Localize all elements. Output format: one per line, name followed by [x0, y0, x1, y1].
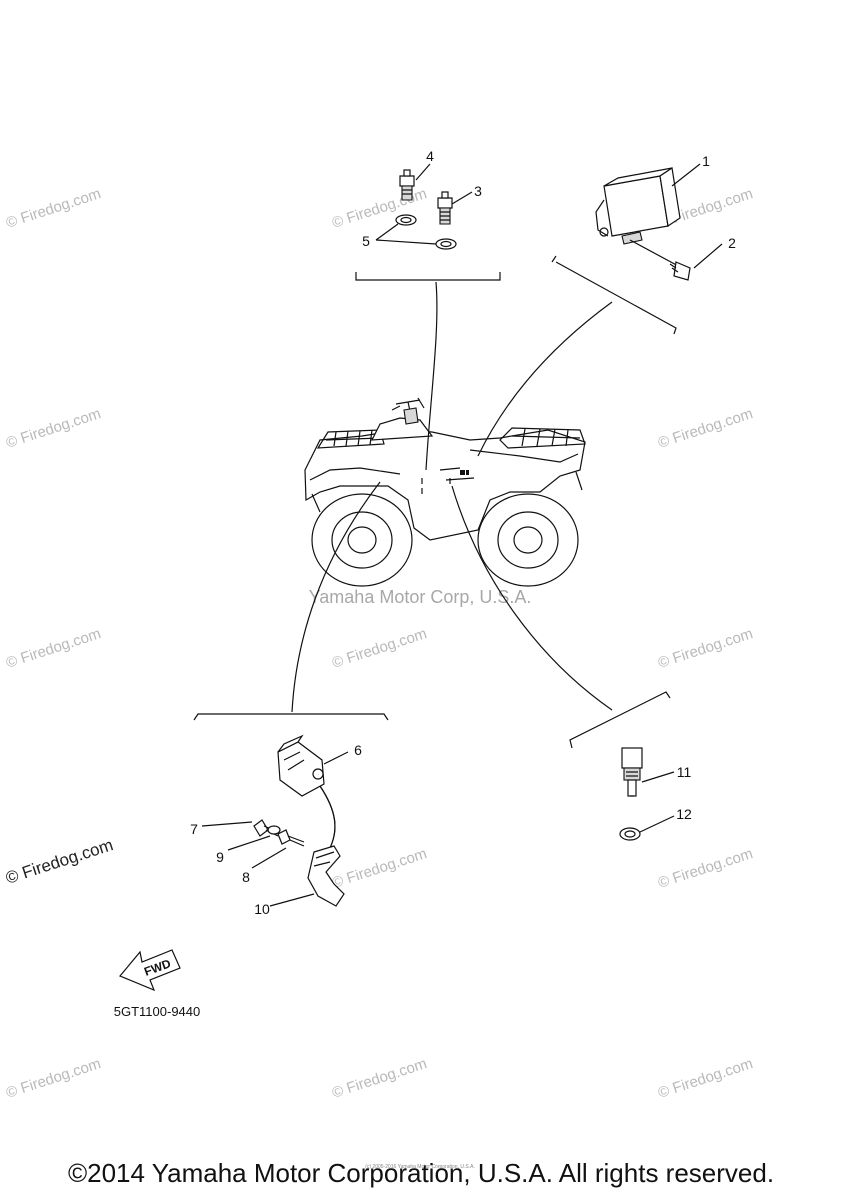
center-watermark: Yamaha Motor Corp, U.S.A.	[309, 587, 532, 607]
copyright-footer: ©2014 Yamaha Motor Corporation, U.S.A. A…	[67, 1158, 775, 1188]
front-wheel	[477, 493, 579, 587]
tiny-credit: (c) 2005-2016 Yamaha Motor Corporation, …	[365, 1164, 475, 1170]
callout-6: 6	[354, 742, 362, 758]
watermark: © Firedog.com	[330, 1055, 429, 1102]
watermark-dark: © Firedog.com	[3, 835, 115, 888]
diagram-part-code: 5GT1100-9440	[114, 1004, 201, 1019]
callout-4: 4	[426, 148, 434, 164]
watermark: © Firedog.com	[4, 625, 103, 672]
leader-10	[269, 893, 315, 907]
leader-1	[671, 163, 701, 187]
leader-9	[227, 835, 271, 851]
watermark: © Firedog.com	[330, 625, 429, 672]
switch-part-3	[437, 191, 453, 225]
watermark: © Firedog.com	[656, 625, 755, 672]
leader-4	[415, 163, 431, 181]
bolt-part-2	[629, 239, 691, 281]
watermark: © Firedog.com	[4, 185, 103, 232]
switch-part-4	[399, 169, 415, 201]
watermark: © Firedog.com	[330, 845, 429, 892]
leader-12	[639, 815, 675, 833]
callout-9: 9	[216, 849, 224, 865]
leader-2	[693, 243, 723, 269]
watermark: © Firedog.com	[330, 185, 429, 232]
leader-7	[201, 821, 253, 827]
ignition-coil-part	[277, 734, 325, 797]
bolt-part-8	[277, 829, 305, 847]
rear-wheel	[311, 493, 413, 587]
cdi-unit-part	[595, 166, 681, 245]
leader-3	[451, 191, 473, 205]
watermark: © Firedog.com	[656, 1055, 755, 1102]
leader-line-bottom-left	[291, 481, 381, 713]
thermo-switch-part	[621, 747, 643, 797]
callout-12: 12	[676, 806, 692, 822]
washer-part-12	[619, 827, 641, 841]
callout-5: 5	[362, 233, 370, 249]
plug-cap-part	[307, 785, 345, 907]
callout-8: 8	[242, 869, 250, 885]
atv-illustration	[304, 397, 586, 587]
callout-10: 10	[254, 901, 270, 917]
callout-11: 11	[677, 764, 692, 780]
leader-11	[641, 771, 675, 783]
washer-part-5b	[435, 238, 457, 250]
leader-8	[251, 847, 287, 869]
leader-line-bottom-right	[451, 485, 613, 711]
leader-5	[375, 223, 437, 245]
leader-6	[323, 751, 349, 765]
watermark-group: © Firedog.com © Firedog.com © Firedog.co…	[3, 185, 755, 1102]
callout-3: 3	[474, 183, 482, 199]
bracket-bottom-left	[193, 713, 389, 721]
watermark: © Firedog.com	[656, 845, 755, 892]
callout-1: 1	[702, 153, 710, 169]
forward-arrow: FWD	[119, 949, 181, 992]
leader-line-top-right	[477, 301, 613, 457]
leader-line-top	[425, 281, 438, 471]
callout-7: 7	[190, 821, 198, 837]
watermark: © Firedog.com	[4, 405, 103, 452]
watermark: © Firedog.com	[4, 1055, 103, 1102]
bracket-bottom-right	[569, 691, 671, 749]
bracket-top	[355, 272, 501, 281]
washer-part-5a	[395, 214, 417, 226]
bracket-top-right	[551, 255, 677, 335]
watermark: © Firedog.com	[656, 405, 755, 452]
washer-part-9	[267, 825, 281, 835]
callout-2: 2	[728, 235, 736, 251]
